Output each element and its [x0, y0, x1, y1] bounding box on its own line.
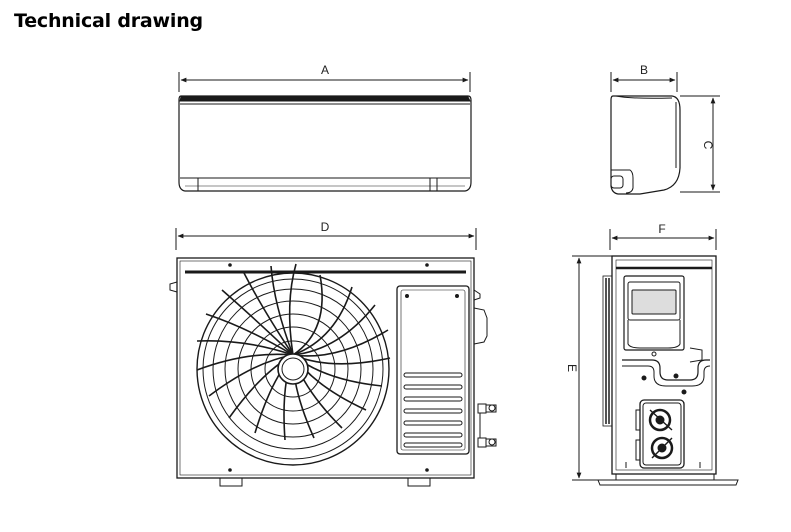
dimension-a-label: A — [321, 63, 329, 77]
dimension-f-label: F — [658, 222, 665, 236]
dimension-d: D — [175, 220, 477, 250]
outdoor-unit-front-view: D — [169, 220, 497, 487]
dimension-b-label: B — [640, 63, 648, 77]
dimension-f: F — [609, 222, 717, 250]
outdoor-unit-side-view: F E — [565, 222, 739, 486]
indoor-unit-front-view: A — [178, 63, 472, 192]
dimension-d-label: D — [321, 220, 330, 234]
service-panel — [396, 285, 470, 455]
dimension-c-label: C — [701, 141, 715, 150]
dimension-a: A — [178, 63, 471, 92]
dimension-e-label: E — [565, 364, 579, 372]
fan-grille — [196, 263, 391, 466]
indoor-unit-side-view: B C — [610, 63, 720, 195]
valve-assembly — [635, 399, 685, 469]
dimension-c: C — [680, 95, 720, 193]
page-title: Technical drawing — [14, 10, 203, 32]
dimension-e: E — [565, 255, 612, 481]
dimension-b: B — [610, 63, 678, 92]
